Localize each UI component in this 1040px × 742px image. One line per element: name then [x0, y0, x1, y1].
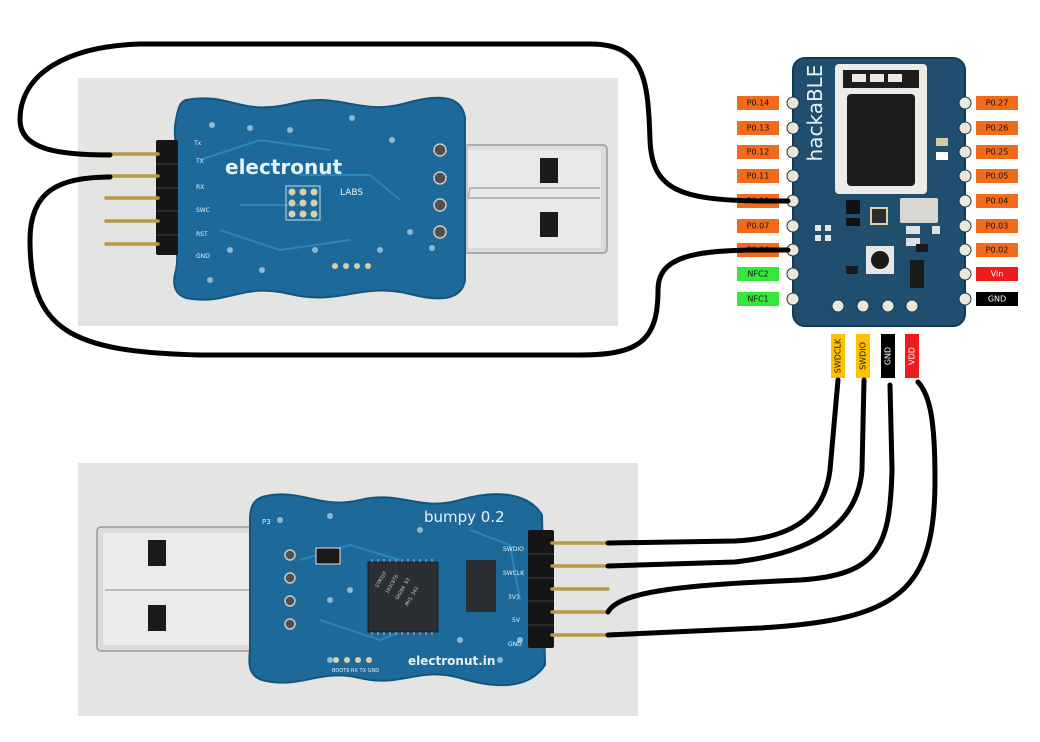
- pin-label: P0.27: [986, 99, 1009, 108]
- pin-label: P0.25: [986, 148, 1009, 157]
- dongle-bumpy: STM32F 103C8T6 GH204 93 MYS 342 bumpy 0.…: [96, 493, 610, 687]
- hackable-right-pin-labels: P0.27P0.26P0.25P0.05P0.04P0.03P0.02VinGN…: [976, 96, 1018, 306]
- usb-hole-icon: [540, 158, 558, 183]
- pin-label-box: [737, 145, 779, 159]
- pin-header: [528, 530, 554, 648]
- pin-label: P0.26: [986, 124, 1009, 133]
- pin-label-box: [976, 121, 1018, 135]
- pin-label: P0.05: [986, 172, 1009, 181]
- module-name: hackaBLE: [803, 65, 827, 162]
- pin-silk-label: TX: [195, 158, 204, 165]
- regulator-chip: [466, 560, 496, 612]
- pin-label-box: [976, 292, 1018, 306]
- bottom-pad-labels: BOOT0 RX TX GND: [332, 668, 379, 674]
- pin-label-box: [831, 334, 845, 378]
- pin-silk-label: SWC: [196, 207, 210, 214]
- pin-header: [156, 140, 178, 255]
- pin-label: Vin: [991, 270, 1004, 279]
- pin-silk-label: GND: [508, 641, 522, 648]
- pin-label-box: [976, 194, 1018, 208]
- usb-hole-icon: [148, 605, 166, 631]
- pin-label-box: [737, 96, 779, 110]
- pin-label-box: [976, 267, 1018, 281]
- pin-label: NFC1: [747, 295, 768, 304]
- pin-label-box: [737, 267, 779, 281]
- pin-label: GND: [988, 295, 1006, 304]
- wires: [17, 41, 938, 638]
- pin-silk-label: Tx: [193, 140, 202, 147]
- pin-silk-label: RST: [196, 231, 208, 238]
- wire-swclk: [605, 377, 867, 569]
- pin-silk-label: SWDIO: [503, 546, 524, 553]
- hackable-module: hackaBLE: [786, 57, 972, 327]
- header-pins: [550, 541, 610, 637]
- wire-gnd: [605, 382, 895, 615]
- pin-label: P0.12: [747, 148, 770, 157]
- logo-text: electronut: [225, 155, 342, 179]
- hackable-bottom-pin-labels: SWDCLK SWDIO GND VDD: [831, 334, 919, 378]
- pin-label-box: [976, 219, 1018, 233]
- wire-tx-to-p008: [17, 41, 791, 204]
- pin-label: SWDCLK: [834, 338, 843, 373]
- pin-label: P0.11: [747, 172, 770, 181]
- pin-label: P0.07: [747, 222, 770, 231]
- wire-rx-to-p006: [27, 174, 791, 358]
- pin-label: P0.03: [986, 222, 1009, 231]
- pin-label-box: [737, 292, 779, 306]
- pin-label-box: [976, 243, 1018, 257]
- pin-label: P0.14: [747, 99, 770, 108]
- pin-label: NFC2: [747, 270, 768, 279]
- pin-label-box: [881, 334, 895, 378]
- pin-label: SWDIO: [859, 342, 868, 370]
- pin-label-box: [905, 334, 919, 378]
- pin-label: P0.13: [747, 124, 770, 133]
- pin-silk-label: SWCLK: [503, 570, 525, 577]
- pin-label: P0.04: [986, 197, 1009, 206]
- header-pins: [104, 152, 160, 246]
- pin-label-box: [976, 96, 1018, 110]
- wire-3v3: [605, 379, 938, 638]
- crystal: [315, 547, 341, 565]
- usb-hole-icon: [540, 212, 558, 237]
- pin-label-box: [737, 121, 779, 135]
- pin-label-box: [856, 334, 870, 378]
- wire-swdio: [605, 377, 841, 546]
- reset-button-icon: [871, 251, 889, 269]
- pin-label-box: [976, 169, 1018, 183]
- pin-label: GND: [884, 347, 893, 365]
- pin-label: VDD: [908, 347, 917, 365]
- dongle-top: electronut LABS Tx TX RX SWC RST GND: [104, 96, 608, 301]
- logo-sub: LABS: [340, 188, 363, 198]
- pin-label: P0.02: [986, 246, 1009, 255]
- pin-label-box: [737, 219, 779, 233]
- pin-label-box: [976, 145, 1018, 159]
- pin-label-box: [737, 169, 779, 183]
- usb-connector-top: [451, 144, 608, 254]
- pin-silk-label: RX: [196, 184, 204, 191]
- header-label: P3: [262, 518, 271, 526]
- usb-connector-bottom: [96, 526, 286, 652]
- board-brand: electronut.in: [408, 654, 495, 668]
- mcu-chip: STM32F 103C8T6 GH204 93 MYS 342: [367, 559, 439, 635]
- pin-silk-label: GND: [196, 253, 210, 260]
- pin-silk-label: 3V3: [508, 594, 520, 601]
- usb-hole-icon: [148, 540, 166, 566]
- board-title: bumpy 0.2: [424, 508, 505, 526]
- pin-silk-label: 5V: [512, 617, 521, 624]
- rf-shield: [847, 94, 915, 186]
